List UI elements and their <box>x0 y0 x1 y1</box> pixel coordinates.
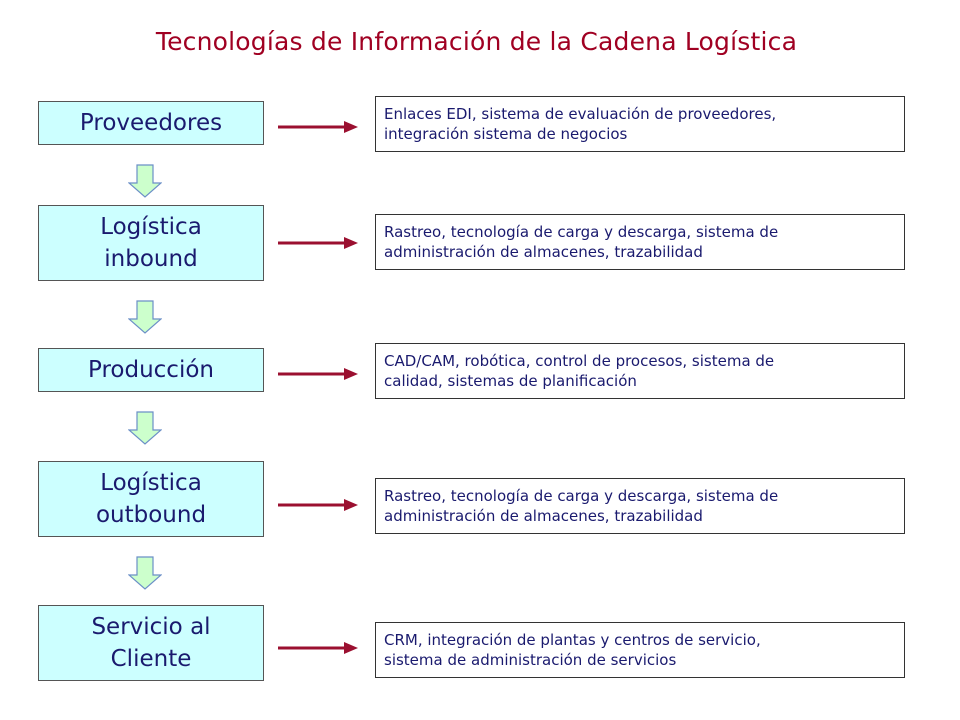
diagram-title: Tecnologías de Información de la Cadena … <box>155 27 798 56</box>
arrow-right-icon <box>278 499 358 511</box>
description-box-logistica-inbound: Rastreo, tecnología de carga y descarga,… <box>375 214 905 270</box>
arrow-right-icon <box>278 121 358 133</box>
description-box-logistica-outbound: Rastreo, tecnología de carga y descarga,… <box>375 478 905 534</box>
stage-box-logistica-inbound: Logística inbound <box>38 205 264 281</box>
stage-box-produccion: Producción <box>38 348 264 392</box>
description-box-proveedores: Enlaces EDI, sistema de evaluación de pr… <box>375 96 905 152</box>
stage-box-logistica-outbound: Logística outbound <box>38 461 264 537</box>
arrow-right-icon <box>278 368 358 380</box>
description-box-servicio-al-cliente: CRM, integración de plantas y centros de… <box>375 622 905 678</box>
stage-box-servicio-al-cliente: Servicio al Cliente <box>38 605 264 681</box>
description-box-produccion: CAD/CAM, robótica, control de procesos, … <box>375 343 905 399</box>
arrow-right-icon <box>278 237 358 249</box>
arrow-right-icon <box>278 642 358 654</box>
arrow-down-icon <box>128 411 162 445</box>
arrow-down-icon <box>128 556 162 590</box>
arrow-down-icon <box>128 300 162 334</box>
arrow-down-icon <box>128 164 162 198</box>
stage-box-proveedores: Proveedores <box>38 101 264 145</box>
